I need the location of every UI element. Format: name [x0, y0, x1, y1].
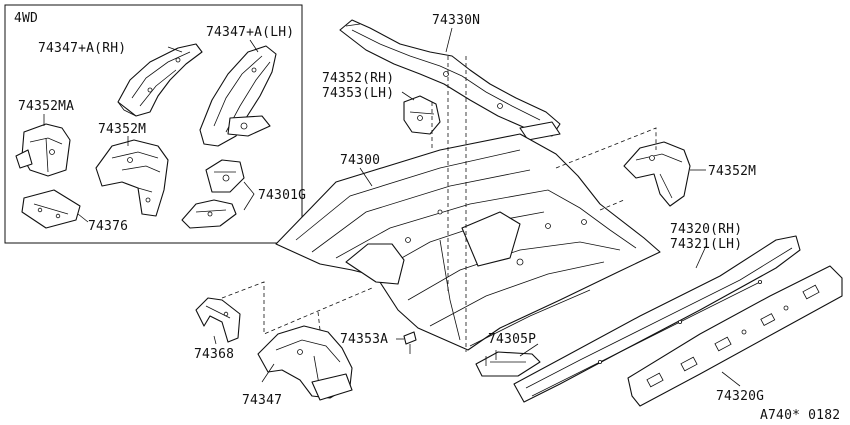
part-74347: [257, 325, 353, 401]
inset-frame: [4, 4, 303, 244]
leader-74347a-lh: [249, 39, 259, 53]
part-74352ma: [15, 123, 71, 177]
part-74347a-lh: [199, 45, 277, 147]
label-74300: 74300: [340, 153, 380, 168]
label-74347a-rh: 74347+A(RH): [38, 41, 126, 56]
leader-74352-74353: [401, 91, 415, 101]
part-74352m-inset: [95, 139, 169, 217]
part-74347a-rh: [117, 43, 203, 117]
part-74352m-right: [623, 141, 691, 207]
label-74368: 74368: [194, 347, 234, 362]
label-74353-lh: 74353(LH): [322, 86, 394, 101]
leader-74347a-rh: [167, 46, 183, 53]
catalog-code: A740* 0182: [760, 408, 840, 423]
leader-74330n: [445, 27, 453, 53]
label-74352m-inset: 74352M: [98, 122, 146, 137]
leader-74347: [261, 363, 275, 383]
leader-74368: [213, 335, 217, 345]
part-74368: [195, 297, 241, 343]
leader-74320-74321: [695, 245, 707, 269]
leader-74305p: [519, 343, 539, 357]
label-74305p: 74305P: [488, 332, 536, 347]
leader-74376: [77, 213, 89, 223]
label-74353a: 74353A: [340, 332, 388, 347]
inset-title: 4WD: [14, 11, 38, 26]
leader-74320g: [721, 371, 741, 387]
part-74320g-panel: [627, 265, 843, 407]
part-74300-floor: [275, 133, 661, 351]
inset-4wd: 4WD 74347+A(RH) 74347+A(LH): [4, 4, 306, 244]
part-74305p: [475, 350, 541, 377]
part-74376: [21, 189, 81, 229]
label-74320-rh: 74320(RH): [670, 222, 742, 237]
label-74376: 74376: [88, 219, 128, 234]
part-74330n: [339, 19, 561, 141]
part-74320-74321-sill: [513, 235, 801, 403]
part-74352-74353: [403, 95, 441, 135]
part-74353a-bolt: [403, 331, 417, 354]
part-74301g: [181, 159, 245, 229]
leader-74301g: [243, 181, 255, 211]
leader-74300: [359, 167, 373, 187]
label-74352m-right: 74352M: [708, 164, 756, 179]
label-74320g: 74320G: [716, 389, 764, 404]
label-74347: 74347: [242, 393, 282, 408]
label-74347a-lh: 74347+A(LH): [206, 25, 294, 40]
label-74321-lh: 74321(LH): [670, 237, 742, 252]
label-74352ma: 74352MA: [18, 99, 74, 114]
label-74301g: 74301G: [258, 188, 306, 203]
label-74330n: 74330N: [432, 13, 480, 28]
label-74352-rh: 74352(RH): [322, 71, 394, 86]
reference-dashed-lines: [221, 56, 657, 352]
